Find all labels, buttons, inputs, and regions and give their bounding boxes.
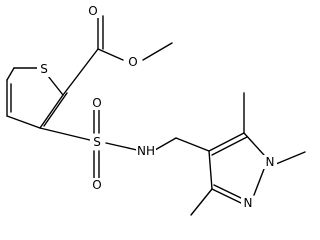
atom-n2-pyrazole: N bbox=[244, 196, 253, 210]
bond bbox=[6, 67, 15, 81]
bond bbox=[275, 151, 306, 165]
bond bbox=[39, 94, 64, 129]
molecule-structure: S O O S O O NH N N bbox=[6, 4, 306, 216]
bond bbox=[208, 150, 213, 190]
atom-o-carbonyl: O bbox=[88, 4, 97, 18]
bond bbox=[105, 142, 138, 151]
bonds bbox=[6, 15, 306, 216]
atom-o-sulfonyl-bottom: O bbox=[92, 178, 101, 192]
bond bbox=[6, 115, 41, 129]
bond-double bbox=[213, 184, 242, 199]
bond bbox=[62, 48, 99, 96]
atom-s-sulfonyl: S bbox=[93, 135, 101, 149]
bond bbox=[175, 137, 210, 152]
bond bbox=[211, 188, 242, 204]
atom-n1-pyrazole: N bbox=[266, 155, 275, 169]
bond-double bbox=[211, 136, 248, 156]
bond bbox=[39, 127, 95, 142]
bond bbox=[208, 132, 245, 152]
bond bbox=[97, 48, 124, 61]
atom-o-ester: O bbox=[128, 55, 137, 69]
bond bbox=[190, 188, 213, 216]
bond-double bbox=[43, 92, 68, 127]
atom-labels: S O O S O O NH N N bbox=[37, 4, 277, 210]
bond bbox=[47, 75, 64, 96]
atom-n-sulfonamide: NH bbox=[137, 144, 155, 158]
atom-o-sulfonyl-top: O bbox=[92, 96, 101, 110]
bond bbox=[154, 137, 177, 151]
bond bbox=[253, 168, 265, 196]
bond bbox=[142, 42, 173, 61]
atom-s-ring: S bbox=[40, 62, 48, 76]
bond bbox=[243, 132, 265, 156]
